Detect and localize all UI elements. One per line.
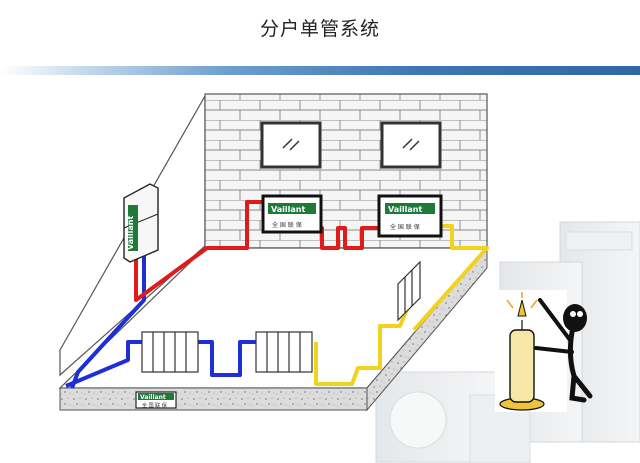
supply-pipe xyxy=(134,200,378,302)
radiator-icon xyxy=(397,260,421,322)
wall-heater-right-brand: Vaillant xyxy=(388,205,422,214)
window-icon xyxy=(380,121,442,169)
floor-heater: Vaillant 全 国 联 保 xyxy=(135,391,177,409)
wall-heater-left-brand: Vaillant xyxy=(271,205,305,214)
floor-heater-brand: Vaillant xyxy=(140,394,166,401)
boiler-brand: Vaillant xyxy=(126,216,135,250)
yellow-pipe xyxy=(314,224,489,386)
page-title: 分户单管系统 xyxy=(259,18,380,40)
title-band xyxy=(0,66,640,75)
floor-heater-caption: 全 国 联 保 xyxy=(142,402,167,409)
return-pipe xyxy=(65,256,256,389)
wall-heater-left: Vaillant 全 国 联 保 xyxy=(261,194,323,234)
wall-heater-left-caption: 全 国 联 保 xyxy=(272,221,302,229)
wall-heater-right: Vaillant 全 国 联 保 xyxy=(377,194,443,238)
candle-figure-icon xyxy=(495,290,593,412)
radiator-icon xyxy=(141,331,199,373)
window-icon xyxy=(260,121,322,169)
radiator-icon xyxy=(255,331,313,373)
boiler-icon: Vaillant xyxy=(123,183,159,263)
wall-heater-right-caption: 全 国 联 保 xyxy=(390,223,420,231)
